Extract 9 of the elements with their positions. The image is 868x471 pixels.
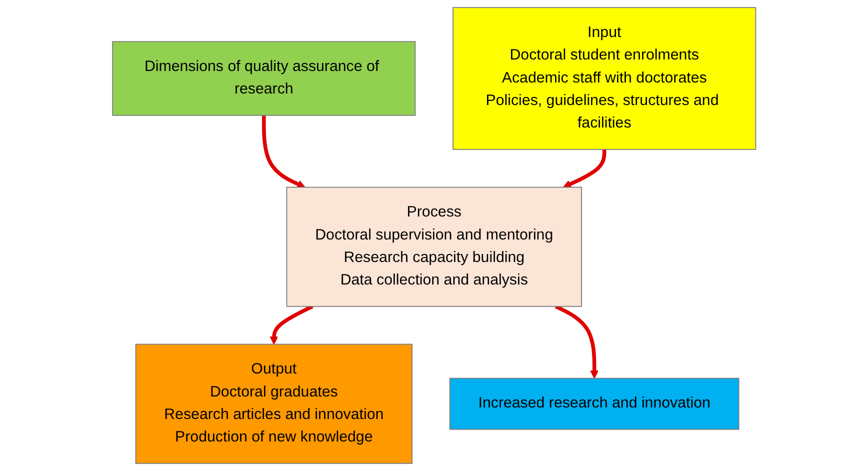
node-box: Output Doctoral graduates Research articles and innovation Production of new knowledge [135,344,412,464]
node-box: Input Doctoral student enrolments Academic staff with doctorates Policies, guidelines, structures and facilities [452,7,756,150]
arrow [270,304,314,345]
node-box: Process Doctoral supervision and mentoring Research capacity building Data collection and analysis [286,186,582,307]
arrow [262,115,306,188]
arrow [554,304,598,379]
node-box: Dimensions of quality assurance of research [112,41,416,116]
arrow [562,149,606,188]
node-box: Increased research and innovation [449,378,740,430]
